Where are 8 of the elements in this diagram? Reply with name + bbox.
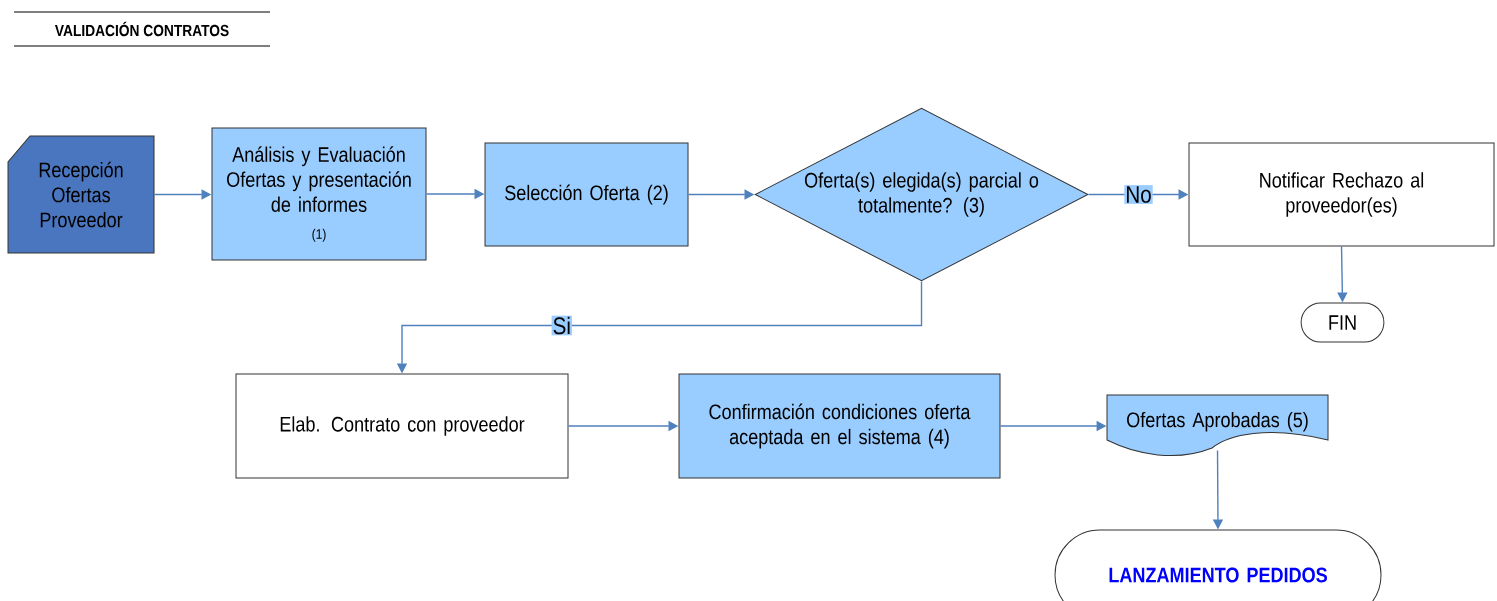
process-box: Confirmación condiciones oferta aceptada en el sistema (4) xyxy=(678,373,1001,479)
process-box: Elab. Contrato con proveedor xyxy=(235,373,569,479)
process-box: Selección Oferta (2) xyxy=(484,142,689,247)
edge-label: Si xyxy=(551,315,572,336)
title: VALIDACIÓN CONTRATOS xyxy=(54,21,229,37)
process-box: Análisis y Evaluación Ofertas y presentación de informes (1) xyxy=(211,127,427,261)
edge-label: No xyxy=(1124,185,1153,204)
process-box: Notificar Rechazo al proveedor(es) xyxy=(1188,142,1495,247)
